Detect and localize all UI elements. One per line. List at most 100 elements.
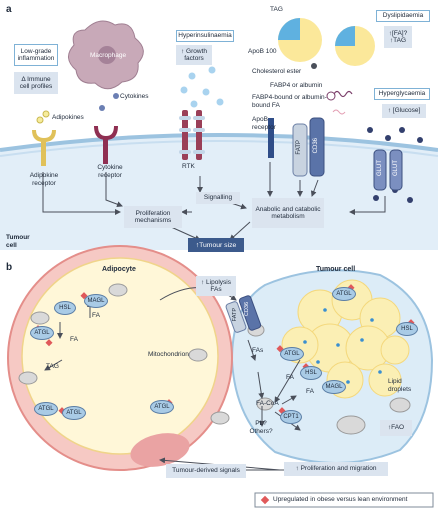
lipid-droplets-text: Lipid droplets [388, 378, 412, 393]
pl-others-label: PL? Others? [246, 420, 276, 435]
hyperinsulinaemia-box: Hyperinsulinaemia [176, 30, 234, 42]
glut-label-2: GLUT [393, 160, 399, 177]
fa-tag-box: ↑[FA]? ↑TAG [384, 26, 412, 48]
metabolism-label: Anabolic and catabolic metabolism [255, 205, 321, 221]
fa-tumour-1: FA [286, 374, 294, 381]
fatp-shape [292, 123, 308, 177]
dyslipidaemia-box: Dyslipidaemia [376, 10, 430, 22]
tag-b-label: TAG [46, 363, 59, 370]
atgl-tumour-2: ATGL [280, 347, 304, 361]
atgl-adipocyte-2: ATGL [34, 402, 58, 416]
rtk-shape [182, 110, 202, 160]
fabp4-fa-text: FABP4-bound or albumin-bound FA [252, 94, 327, 109]
proliferation-mechanisms-label: Proliferation mechanisms [134, 209, 172, 225]
growth-factors-label: ↑ Growth factors [180, 47, 207, 63]
signalling-label: Signalling [203, 194, 233, 202]
fatp-label: FATP [296, 140, 302, 155]
lipolysis-box: ↑ Lipolysis FAs [196, 276, 236, 296]
apob-receptor-label: ApoB receptor [252, 116, 280, 131]
apob100-label: ApoB 100 [248, 48, 277, 55]
adipocyte-title: Adipocyte [102, 266, 136, 273]
fa-tumour-2: FA [306, 388, 314, 395]
cytokine-receptor-label: Cytokine receptor [92, 164, 128, 179]
magl-tumour: MAGL [322, 380, 346, 394]
apob-receptor-shape [268, 118, 274, 158]
magl-adipocyte: MAGL [84, 294, 108, 308]
atgl-adipocyte-1: ATGL [30, 326, 54, 340]
legend-box [254, 492, 434, 508]
hyperinsulinaemia-label: Hyperinsulinaemia [178, 32, 232, 40]
proliferation-mechanisms-box: Proliferation mechanisms [124, 206, 182, 228]
panel-a-letter: a [6, 4, 12, 15]
immune-profiles-box: Δ Immune cell profiles [14, 72, 58, 94]
fao-label: ↑FAO [387, 424, 405, 432]
macrophage-label: Macrophage [90, 52, 127, 59]
fa-tag-label: ↑[FA]? ↑TAG [388, 29, 408, 45]
tumour-size-label: ↑Tumour size [195, 241, 237, 249]
immune-profiles-label: Δ Immune cell profiles [19, 75, 53, 91]
mitochondria [18, 283, 411, 435]
inflammation-box: Low-grade inflammation [14, 44, 58, 66]
adipokines-label: Adipokines [52, 114, 84, 121]
proliferation-migration-label: ↑ Proliferation and migration [295, 465, 377, 473]
inflammation-label: Low-grade inflammation [17, 47, 55, 63]
cytokine-dots [99, 93, 119, 111]
atgl-tumour-1: ATGL [332, 287, 356, 301]
atgl-adipocyte-3: ATGL [62, 406, 86, 420]
dyslipidaemia-label: Dyslipidaemia [382, 12, 424, 20]
cholesterol-ester-label: Cholesterol ester [252, 68, 302, 75]
hsl-tumour-1: HSL [396, 322, 418, 336]
adipokine-dots [36, 110, 50, 124]
fa-label-1: FA [92, 312, 100, 319]
mitochondrion-label: Mitochondrion [148, 351, 189, 358]
tumour-signals-box: Tumour-derived signals [166, 464, 246, 478]
hsl-tumour-2: HSL [300, 366, 322, 380]
signalling-box: Signalling [196, 192, 240, 204]
adipokine-receptor-text: Adipokine receptor [29, 172, 59, 187]
fabp4-fa-label: FABP4-bound or albumin-bound FA [252, 94, 330, 109]
atgl-adipocyte-4: ATGL [150, 400, 174, 414]
fatp-b-shape [225, 301, 247, 333]
adipocyte-nucleus [130, 433, 190, 467]
apob-receptor-text: ApoB receptor [252, 116, 276, 131]
cd36-label: CD36 [313, 138, 319, 154]
hyperglycaemia-label: Hyperglycaemia [378, 90, 426, 98]
lipid-droplets [281, 279, 410, 399]
fao-box: ↑FAO [380, 420, 412, 436]
cd36-b-shape [238, 295, 262, 331]
tumour-signals-label: Tumour-derived signals [172, 467, 240, 475]
growth-factor-dots [178, 54, 224, 108]
legend-label: Upregulated in obese versus lean environ… [273, 496, 408, 503]
lipid-droplets-label: Lipid droplets [388, 378, 418, 393]
glut-label-1: GLUT [377, 160, 383, 177]
growth-factors-box: ↑ Growth factors [176, 45, 212, 65]
fas-label: FAs [252, 347, 264, 354]
glut-shape-2 [389, 149, 403, 191]
tumour-cell-a-text: Tumour cell [6, 234, 30, 249]
panel-b-letter: b [6, 262, 13, 273]
cd36-b-label: CD36 [244, 302, 250, 317]
fa-coa-label: FA-CoA [256, 400, 279, 407]
cd36-shape [309, 117, 325, 177]
lipolysis-label: ↑ Lipolysis FAs [201, 278, 231, 294]
glucose-label: ↑ [Glucose] [387, 107, 421, 115]
adipokine-receptor-label: Adipokine receptor [22, 172, 66, 187]
fabp4-label: FABP4 or albumin [270, 82, 323, 89]
metabolism-box: Anabolic and catabolic metabolism [252, 198, 324, 228]
hsl-adipocyte: HSL [54, 301, 76, 315]
tumour-size-box: ↑Tumour size [188, 238, 244, 252]
fa-label-2: FA [70, 336, 78, 343]
hyperglycaemia-box: Hyperglycaemia [374, 88, 430, 100]
tumour-cell-b-title: Tumour cell [316, 266, 356, 273]
cytokine-receptor-text: Cytokine receptor [97, 164, 123, 179]
cytokine-receptor-shape [94, 125, 118, 141]
rtk-label: RTK [182, 163, 195, 170]
tumour-cell-a-label: Tumour cell [6, 234, 30, 249]
fatp-b-label: FATP [232, 308, 238, 322]
cytokines-label: Cytokines [120, 93, 149, 100]
glucose-box: ↑ [Glucose] [382, 104, 426, 118]
glut-shape-1 [373, 149, 387, 191]
proliferation-migration-box: ↑ Proliferation and migration [284, 462, 388, 476]
tag-label: TAG [270, 6, 283, 13]
